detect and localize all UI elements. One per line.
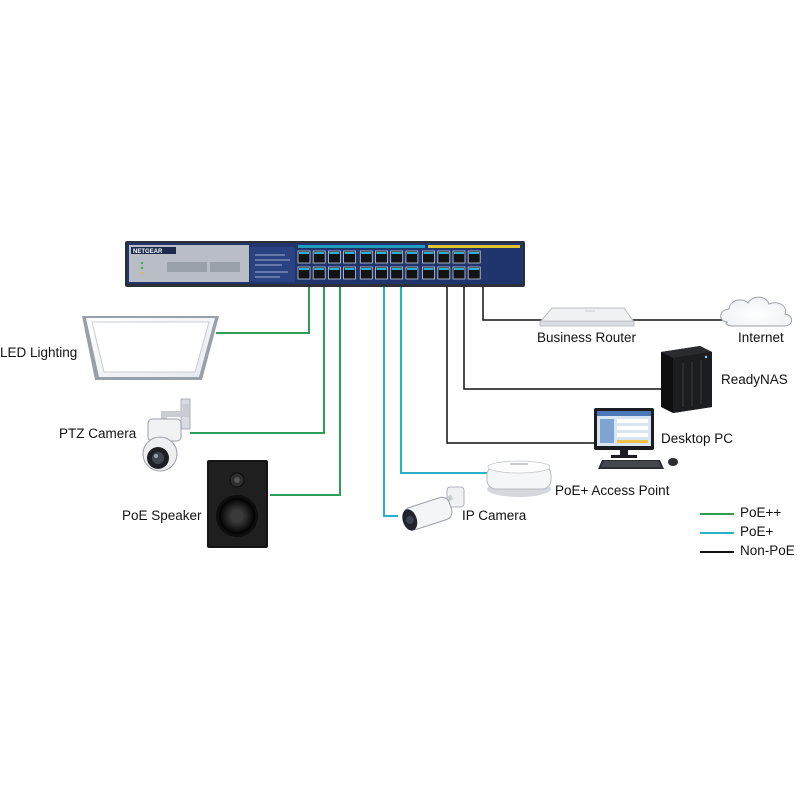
legend-swatch-poe-plus-plus (700, 513, 734, 515)
netgear-switch: NETGEAR (125, 241, 525, 287)
label-ptz-camera: PTZ Camera (59, 426, 137, 441)
port-led (314, 252, 325, 254)
ptz-camera-image (142, 398, 191, 472)
label-ip-camera: IP Camera (462, 508, 527, 523)
label-internet: Internet (738, 330, 784, 345)
cable-desktop-pc (446, 284, 596, 444)
port-led (423, 268, 434, 270)
label-desktop-pc: Desktop PC (661, 431, 734, 446)
legend-item-non-poe: Non-PoE (700, 543, 800, 561)
port-led (299, 268, 309, 270)
port-led (329, 268, 340, 270)
label-poe-speaker: PoE Speaker (122, 508, 202, 523)
cable-readynas (463, 284, 661, 390)
legend-swatch-poe-plus (700, 532, 734, 534)
port-led (361, 268, 372, 270)
port-led (406, 268, 417, 270)
port-led (423, 252, 434, 254)
legend-item-poe-plus-plus: PoE++ (700, 505, 800, 523)
port-led (376, 252, 387, 254)
port-led (329, 252, 340, 254)
cable-ptz-camera (190, 284, 325, 434)
label-readynas: ReadyNAS (721, 372, 788, 387)
readynas-image (661, 346, 712, 413)
legend-label-poe-plus-plus: PoE++ (740, 505, 782, 520)
port-led (376, 268, 387, 270)
legend-label-poe-plus: PoE+ (740, 524, 774, 539)
label-business-router: Business Router (537, 330, 637, 345)
label-access-point: PoE+ Access Point (555, 483, 670, 498)
port-led (454, 252, 464, 254)
legend-item-poe-plus: PoE+ (700, 524, 800, 542)
cable-poe-speaker (270, 284, 341, 496)
cable-ip-camera (383, 284, 398, 517)
led-panel-image (82, 316, 219, 380)
port-led (391, 252, 402, 254)
switch-ports (297, 250, 481, 280)
port-led (469, 252, 480, 254)
legend-swatch-non-poe (700, 551, 734, 553)
cable-led-lighting (216, 284, 310, 334)
cable-business-router (482, 284, 543, 321)
business-router-image (538, 307, 635, 327)
port-led (299, 252, 309, 254)
access-point-image (486, 460, 552, 497)
cable-access-point (400, 284, 488, 474)
label-led-lighting: LED Lighting (0, 345, 78, 360)
port-led (454, 268, 464, 270)
port-led (344, 252, 355, 254)
ip-camera-image (402, 486, 465, 531)
switch-brand-logo: NETGEAR (133, 249, 163, 255)
port-led (361, 252, 372, 254)
port-led (344, 268, 355, 270)
port-led (391, 268, 402, 270)
desktop-pc-image (594, 408, 678, 469)
port-led (406, 252, 417, 254)
port-led (438, 252, 449, 254)
port-led (438, 268, 449, 270)
internet-cloud-icon (720, 296, 793, 327)
poe-speaker-image (207, 460, 268, 548)
port-led (469, 268, 480, 270)
legend-label-non-poe: Non-PoE (740, 543, 795, 558)
port-led (314, 268, 325, 270)
